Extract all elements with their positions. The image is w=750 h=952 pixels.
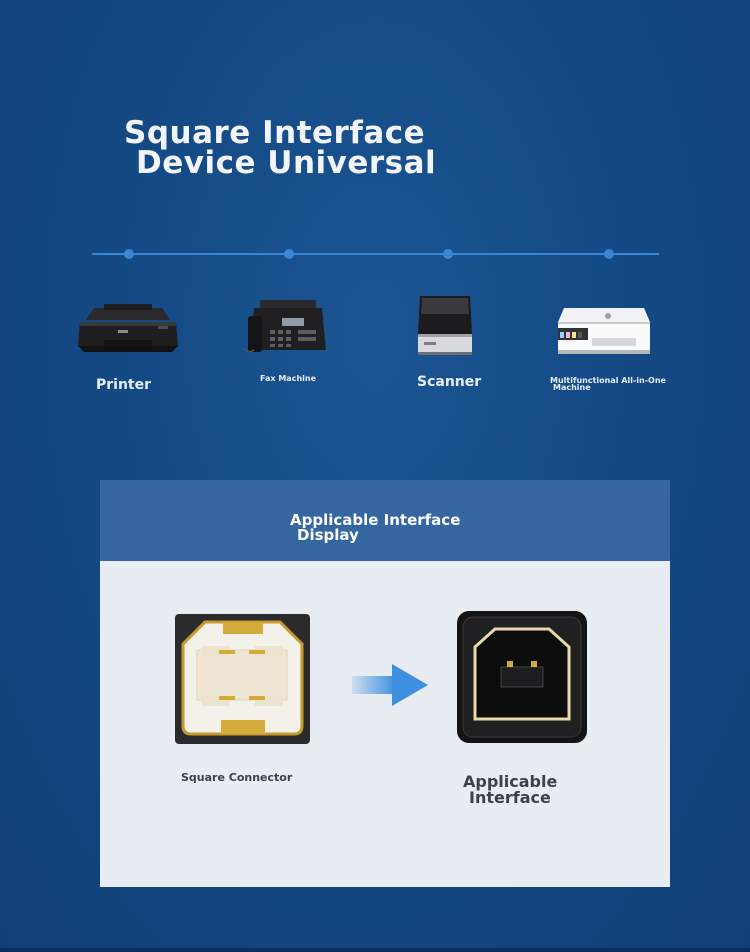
interface-caption: Applicable Interface: [463, 774, 557, 806]
timeline-line: [92, 249, 659, 259]
printer-icon: [74, 300, 182, 360]
interface-caption-line-1: Applicable: [463, 772, 558, 791]
scanner-icon: [414, 294, 476, 362]
panel-title: Applicable Interface Display: [290, 513, 460, 543]
page-title: Square Interface Device Universal: [124, 115, 437, 181]
all-in-one-label-line-2: Machine: [553, 383, 591, 392]
usb-b-port-image: [457, 611, 587, 747]
all-in-one-label-line-1: Multifunctional All-in-One: [550, 376, 666, 385]
device-label-all-in-one: Multifunctional All-in-One Machine: [550, 376, 666, 392]
title-line-2: Device Universal: [136, 145, 437, 181]
timeline-dot: [124, 249, 134, 259]
device-label-scanner: Scanner: [417, 374, 482, 390]
panel-title-line-2: Display: [297, 526, 359, 544]
fax-machine-icon: [238, 298, 328, 360]
all-in-one-printer-icon: [554, 304, 654, 362]
device-label-fax-machine: Fax Machine: [260, 374, 316, 383]
interface-panel: Applicable Interface Display Square Conn…: [100, 480, 670, 887]
arrow-right-icon: [352, 662, 432, 712]
timeline-dot: [604, 249, 614, 259]
bottom-band: [0, 948, 750, 952]
panel-header: Applicable Interface Display: [100, 480, 670, 561]
interface-caption-line-2: Interface: [469, 788, 551, 807]
timeline-dot: [443, 249, 453, 259]
timeline-dot: [284, 249, 294, 259]
title-line-1: Square Interface: [124, 115, 426, 151]
square-connector-image: [175, 614, 310, 748]
panel-title-line-1: Applicable Interface: [290, 511, 461, 529]
connector-caption: Square Connector: [181, 771, 293, 784]
device-label-printer: Printer: [96, 377, 152, 393]
